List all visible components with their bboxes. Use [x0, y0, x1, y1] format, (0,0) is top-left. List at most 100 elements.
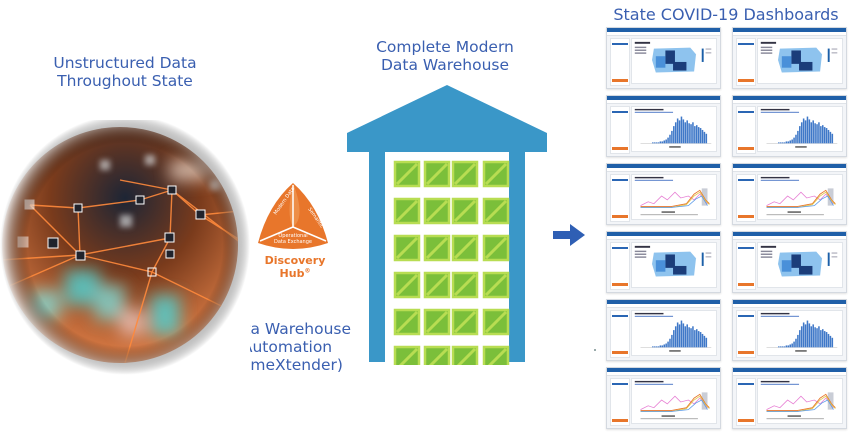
dashboard-content-line: [631, 378, 717, 424]
dashboards-label: State COVID-19 Dashboards: [613, 5, 839, 24]
crate: [423, 197, 451, 225]
dashboard-sidebar: [610, 310, 630, 358]
dashboard-header-bar: [733, 232, 846, 236]
dashboard-content-map: [631, 242, 717, 288]
dashboard-thumbnail-bar: [732, 299, 847, 361]
dashboard-header-bar: [733, 368, 846, 372]
hub-segment-ode-1: Operational: [278, 233, 307, 239]
crate: [451, 345, 479, 365]
crate: [482, 197, 510, 225]
dashboard-header-bar: [607, 28, 720, 32]
dashboard-header-bar: [607, 300, 720, 304]
crate: [423, 345, 451, 365]
dashboard-thumbnail-bar: [606, 299, 721, 361]
sidebar-orange-button: [612, 79, 628, 82]
dashboard-thumbnail-line: [606, 367, 721, 429]
sidebar-orange-button: [738, 147, 754, 150]
dashboard-content-line: [757, 174, 843, 220]
decorative-dot: [594, 349, 596, 351]
dashboard-content-bar: [631, 106, 717, 152]
dashboard-content-map: [757, 38, 843, 84]
automation-label-line-3: (TimeXtender): [231, 356, 343, 374]
data-warehouse-icon: [347, 85, 547, 365]
dashboard-content-line: [631, 174, 717, 220]
crate: [482, 160, 510, 188]
warehouse-right-wall: [509, 152, 525, 362]
dashboard-sidebar: [736, 174, 756, 222]
dashboard-subheader: [607, 100, 720, 104]
dashboard-subheader: [607, 168, 720, 172]
sidebar-orange-button: [738, 283, 754, 286]
crate: [482, 308, 510, 336]
sidebar-selected-item: [738, 111, 754, 113]
sidebar-selected-item: [612, 247, 628, 249]
dashboard-sidebar: [610, 378, 630, 426]
dashboard-subheader: [733, 168, 846, 172]
sidebar-selected-item: [612, 315, 628, 317]
dashboard-header-bar: [733, 96, 846, 100]
crate: [451, 308, 479, 336]
crate: [482, 234, 510, 262]
dashboard-sidebar: [610, 38, 630, 86]
warehouse-left-wall: [369, 152, 385, 362]
dashboard-content-map: [757, 242, 843, 288]
right-arrow-icon: [553, 224, 585, 246]
dashboard-thumbnail-map: [732, 231, 847, 293]
sidebar-selected-item: [612, 43, 628, 45]
crate: [482, 345, 510, 365]
sidebar-selected-item: [738, 179, 754, 181]
dashboard-thumbnail-line: [732, 367, 847, 429]
dashboard-content-map: [631, 38, 717, 84]
sidebar-orange-button: [612, 351, 628, 354]
dashboard-thumbnail-line: [732, 163, 847, 225]
crate: [423, 234, 451, 262]
warehouse-label-line-1: Complete Modern: [376, 38, 514, 56]
dashboard-subheader: [607, 304, 720, 308]
dashboard-header-bar: [607, 164, 720, 168]
dashboard-content-bar: [631, 310, 717, 356]
dashboard-sidebar: [610, 174, 630, 222]
dashboard-header-bar: [733, 300, 846, 304]
unstructured-data-label: Unstructured Data Throughout State: [30, 54, 220, 90]
sidebar-orange-button: [738, 79, 754, 82]
discovery-hub-name: Discovery Hub®: [250, 254, 340, 280]
crate: [423, 160, 451, 188]
crate: [393, 160, 421, 188]
dashboard-content-bar: [757, 310, 843, 356]
dashboard-subheader: [733, 100, 846, 104]
sidebar-selected-item: [738, 315, 754, 317]
dashboard-subheader: [733, 236, 846, 240]
crate: [482, 271, 510, 299]
crate: [451, 271, 479, 299]
crate: [451, 197, 479, 225]
sidebar-selected-item: [738, 383, 754, 385]
hub-name-text: Discovery Hub: [264, 254, 326, 280]
dashboard-header-bar: [607, 96, 720, 100]
dashboard-header-bar: [733, 164, 846, 168]
crate: [393, 345, 421, 365]
dashboard-subheader: [607, 236, 720, 240]
crate: [393, 234, 421, 262]
discovery-hub-logo: Modern Data Semantic Operational Data Ex…: [258, 183, 328, 249]
dashboard-sidebar: [610, 106, 630, 154]
dashboard-sidebar: [736, 106, 756, 154]
dashboard-thumbnail-map: [606, 27, 721, 89]
dashboard-thumbnail-map: [732, 27, 847, 89]
dashboard-subheader: [733, 372, 846, 376]
sidebar-orange-button: [738, 419, 754, 422]
dashboard-subheader: [607, 32, 720, 36]
dashboard-sidebar: [736, 378, 756, 426]
dashboard-thumbnail-map: [606, 231, 721, 293]
dashboard-subheader: [607, 372, 720, 376]
unstructured-label-line-2: Throughout State: [57, 72, 193, 90]
sidebar-orange-button: [738, 215, 754, 218]
sidebar-orange-button: [738, 351, 754, 354]
sidebar-orange-button: [612, 215, 628, 218]
dashboard-header-bar: [733, 28, 846, 32]
sidebar-selected-item: [612, 383, 628, 385]
dashboard-thumbnail-bar: [732, 95, 847, 157]
unstructured-label-line-1: Unstructured Data: [53, 54, 197, 72]
sidebar-orange-button: [612, 283, 628, 286]
crate: [393, 308, 421, 336]
dashboard-header-bar: [607, 368, 720, 372]
